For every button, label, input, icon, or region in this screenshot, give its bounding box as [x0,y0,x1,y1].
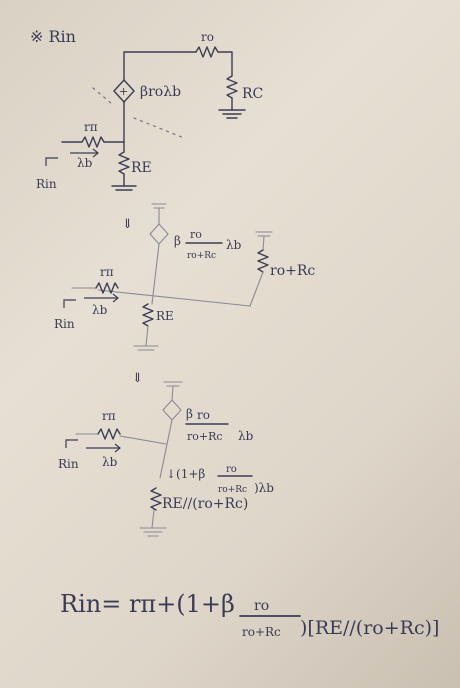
label-source-3-beta: β [186,407,193,421]
formula-num: ro [254,598,269,614]
resistor-rpi-1 [81,136,105,148]
label-ib-1: λb [77,156,93,170]
label-rpi-1: rπ [84,120,98,134]
label-current-suffix: )λb [254,481,274,495]
formula-den: ro+Rc [242,625,281,639]
down-arrow-2: ⇓ [132,371,143,386]
label-source-3-den: ro+Rc [187,430,223,443]
label-source-2-num: ro [190,228,202,241]
resistor-ro [195,46,219,58]
heading: ※ Rin [30,27,76,46]
formula-rhs: )[RE//(ro+Rc)] [300,617,439,639]
label-rin-1: Rin [36,177,57,191]
label-source-2-beta: β [174,234,181,248]
resistor-ro-rc-2 [257,249,269,273]
down-arrow-1: ⇓ [122,217,133,232]
final-formula: Rin= rπ+(1+β ro ro+Rc )[RE//(ro+Rc)] [60,590,439,639]
label-req-3: RE//(ro+Rc) [162,496,248,512]
circuit-step1: ro RC + βroλb rπ λb RE Rin [36,30,263,191]
resistor-re-1 [118,151,130,175]
label-rc: RC [242,86,263,102]
label-current-den: ro+Rc [218,485,247,495]
dependent-source-3 [162,399,182,421]
resistor-rpi-3 [97,428,121,440]
label-rin-2: Rin [54,317,75,331]
label-current-prefix: ↓(1+β [166,467,205,481]
formula-lhs: Rin= rπ+(1+β [60,590,235,618]
label-rpi-3: rπ [102,409,116,423]
label-source-3-ib: λb [238,429,254,443]
label-source-3-num: ro [197,408,210,422]
resistor-rc [226,75,238,99]
label-source-2-den: ro+Rc [187,251,216,261]
label-rpi-2: rπ [100,265,114,279]
dependent-source-2 [149,223,169,245]
circuit-step3: β ro ro+Rc λb rπ λb ↓(1+β ro ro+Rc )λb R… [58,381,274,537]
label-re-2: RE [156,309,174,323]
svg-text:+: + [119,85,128,98]
label-re-1: RE [131,160,152,176]
resistor-req-3 [150,487,162,511]
label-rin-3: Rin [58,457,79,471]
label-ib-3: λb [102,455,118,469]
label-rpar-2: ro+Rc [270,263,315,279]
resistor-re-2 [142,303,154,327]
label-source-1: βroλb [140,84,181,100]
label-ro: ro [201,30,214,44]
circuit-step2: β ro ro+Rc λb ro+Rc rπ λb RE Rin [54,203,315,351]
label-current-num: ro [226,464,237,475]
label-source-2-ib: λb [226,238,242,252]
label-ib-2: λb [92,303,108,317]
resistor-rpi-2 [95,282,119,294]
